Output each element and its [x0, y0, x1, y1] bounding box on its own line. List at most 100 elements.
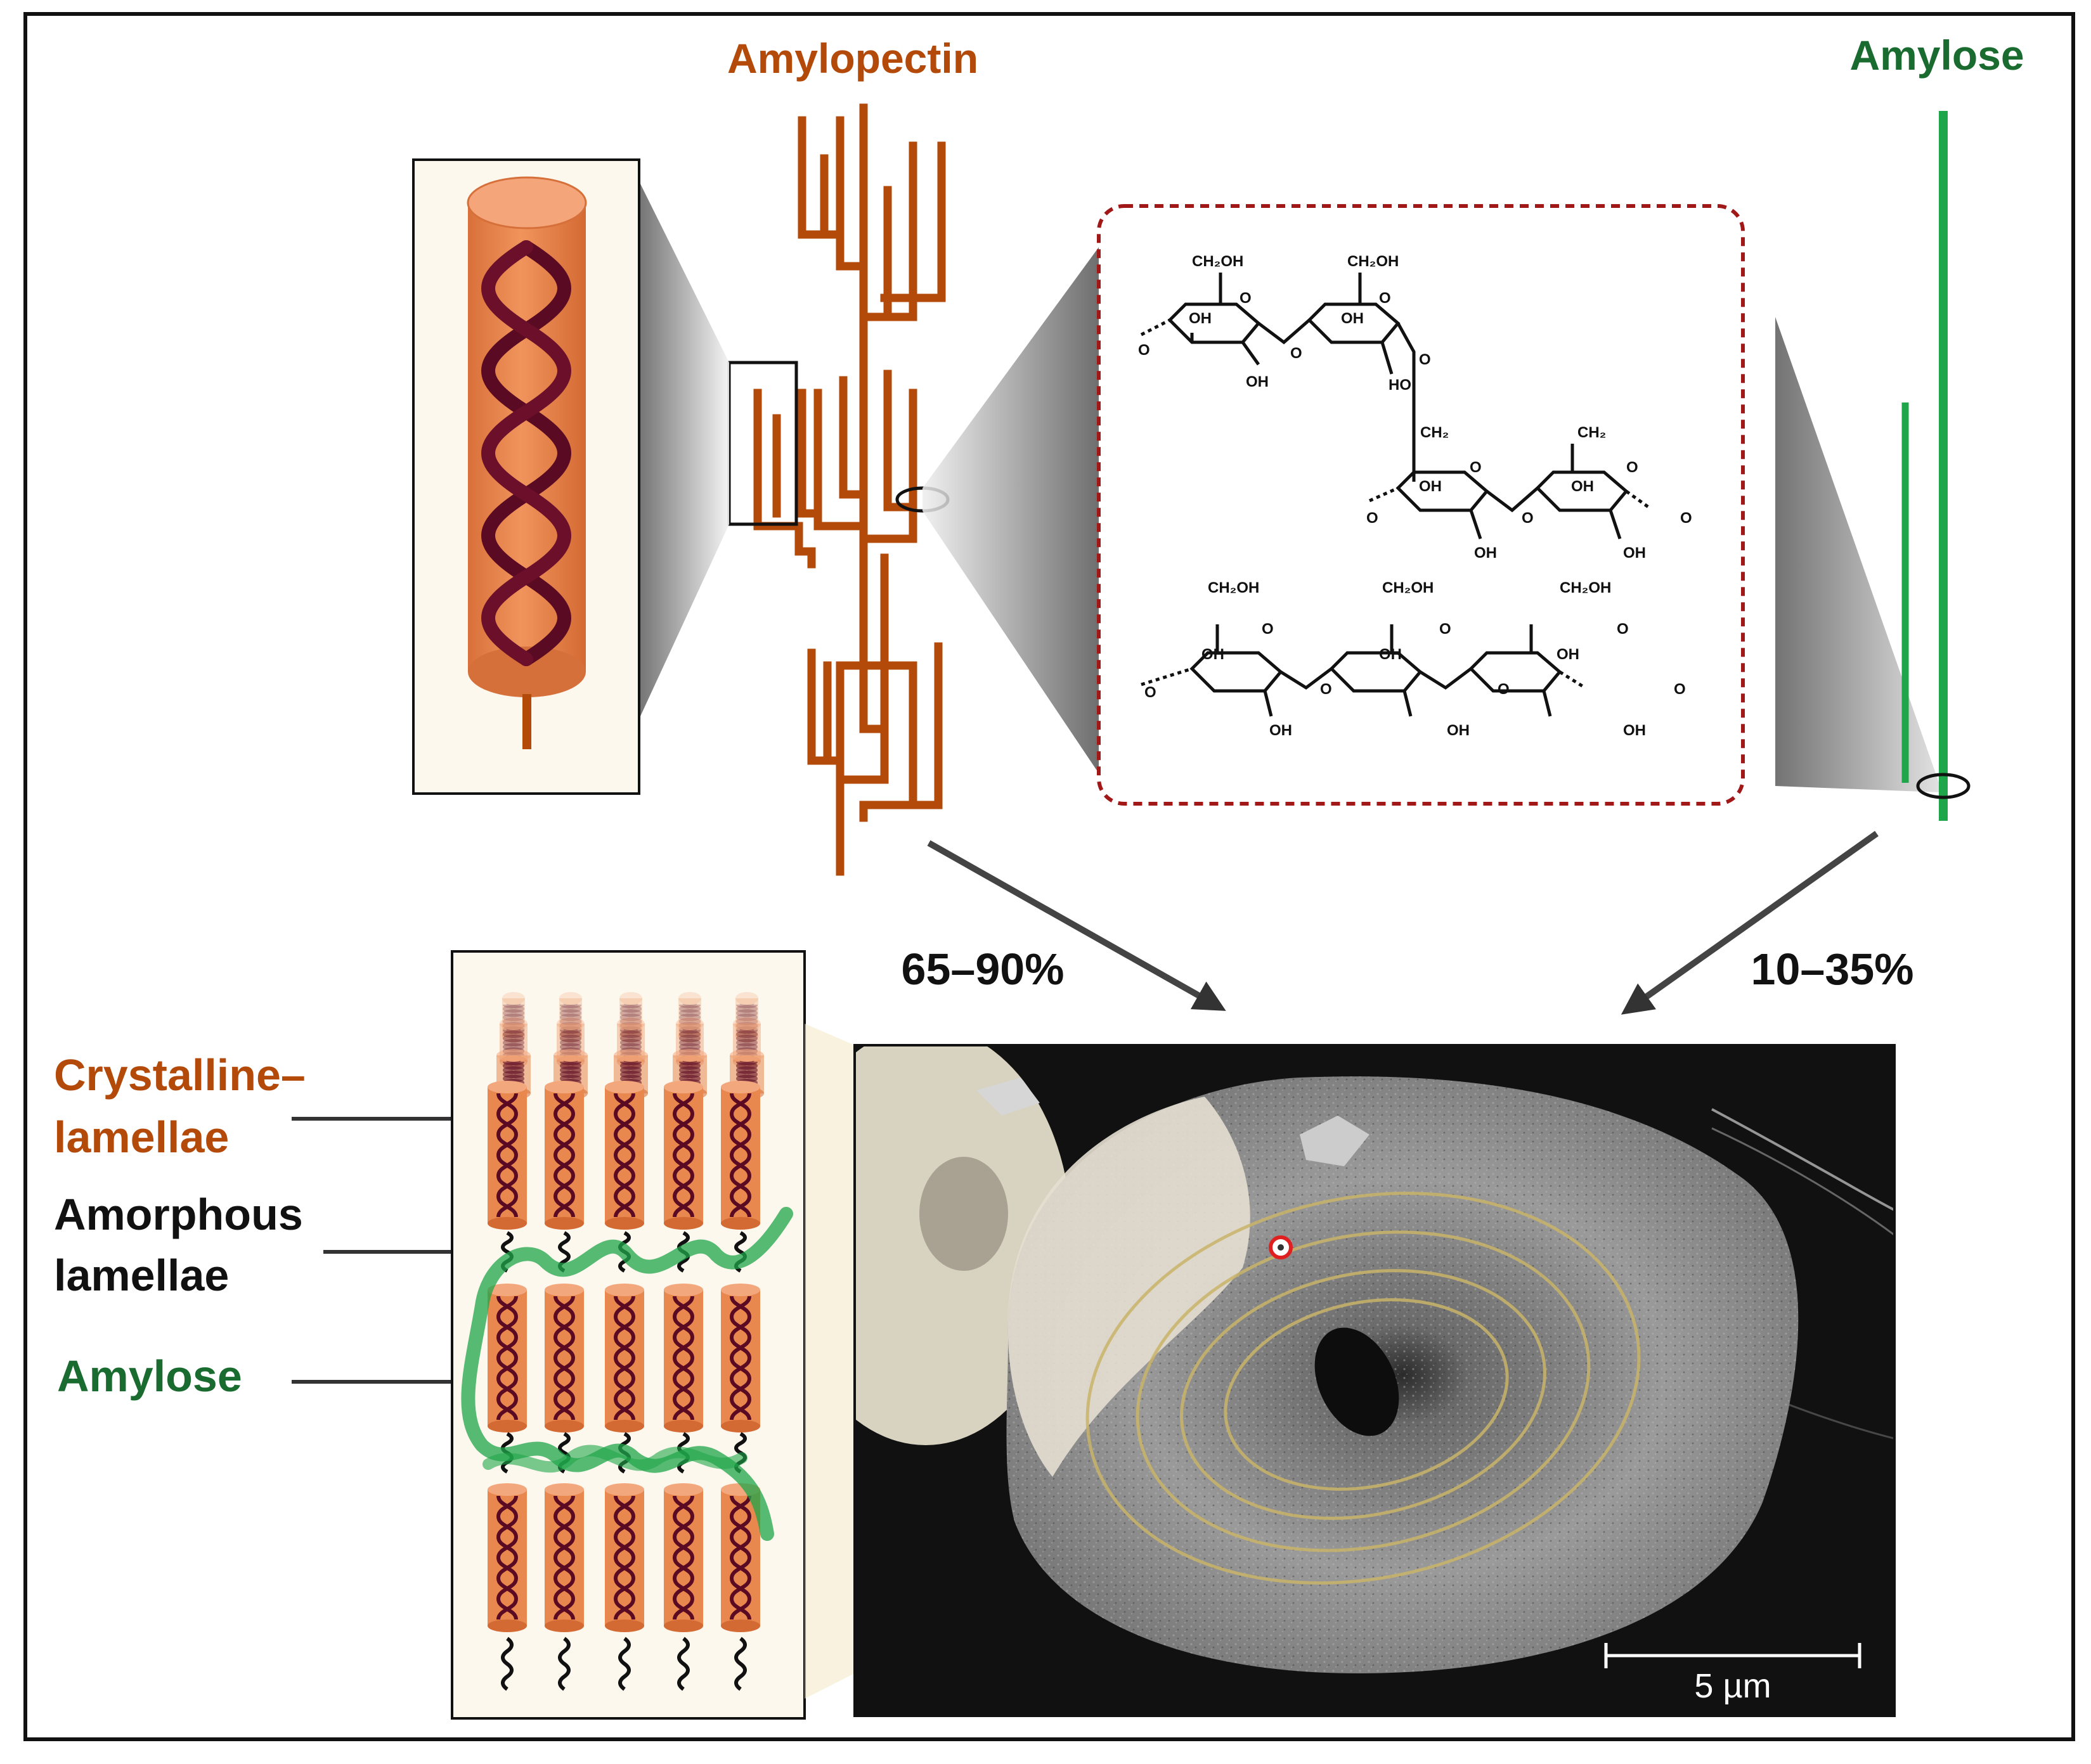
lamella-helix	[736, 1003, 758, 1032]
lamella-helix	[679, 1003, 701, 1032]
lamella-cylinder-bottom	[488, 1619, 527, 1632]
lamella-helix	[620, 1003, 642, 1032]
lamella-cylinder-top	[721, 1284, 760, 1296]
oh-label: OH	[1201, 646, 1224, 663]
lamella-cylinder-top	[614, 1049, 648, 1062]
lamella-helix	[503, 1060, 524, 1089]
amylose-title: Amylose	[1849, 32, 2024, 79]
lamella-cylinder	[502, 998, 525, 1036]
lamella-cylinder	[721, 1087, 760, 1223]
ch2oh-label: CH₂OH	[1347, 253, 1399, 270]
lamella-cylinder-top	[605, 1483, 644, 1496]
lamella-helix	[614, 1296, 635, 1420]
helix-cylinder	[467, 176, 587, 749]
lamella-helix	[620, 1003, 642, 1032]
lamella-helix	[736, 1028, 758, 1057]
lamella-cylinder-bottom	[545, 1217, 584, 1230]
lamella-cylinder-top	[502, 992, 525, 1005]
o-label: O	[1617, 621, 1629, 638]
lamella-helix	[496, 1296, 518, 1420]
lamella-cylinder-bottom	[545, 1619, 584, 1632]
lamella-cylinder-bottom	[488, 1217, 527, 1230]
lamella-helix	[730, 1495, 751, 1620]
lamella-helix	[496, 1495, 518, 1620]
lamella-cylinder-top	[545, 1081, 584, 1093]
oh-label: OH	[1246, 373, 1269, 390]
lamella-helix	[673, 1296, 694, 1420]
oh-label: OH	[1189, 310, 1212, 327]
lamella-cylinder-top	[664, 1483, 703, 1496]
lamella-helix	[679, 1028, 701, 1057]
amorphous-label-line2: lamellae	[54, 1251, 229, 1300]
ch2oh-label: CH₂OH	[1382, 579, 1434, 596]
lamella-cylinder	[545, 1490, 584, 1626]
amylose-strand	[482, 1445, 748, 1473]
amylose-strand	[461, 1207, 793, 1541]
amorphous-chain	[618, 1637, 631, 1691]
lamella-helix	[730, 1296, 751, 1420]
o-label: O	[1366, 510, 1378, 527]
lamella-helix	[679, 1060, 701, 1089]
lamella-cylinder	[678, 998, 701, 1036]
lamellae-stack	[461, 992, 793, 1691]
amorphous-label-line1: Amorphous	[54, 1190, 303, 1239]
lamella-helix	[503, 1028, 524, 1057]
lamella-helix	[560, 1003, 581, 1032]
oh-label: OH	[1341, 310, 1364, 327]
zoom-cone-left	[640, 184, 729, 716]
lamella-helix	[673, 1495, 694, 1620]
o-label: O	[1290, 345, 1302, 362]
double-helix-strand-a	[481, 240, 571, 666]
lamella-helix	[503, 1003, 524, 1032]
growth-ring	[1085, 1192, 1641, 1585]
chemistry-labels: CH₂OH CH₂OH OH OH O O O O O OH HO CH₂ CH…	[1138, 253, 1692, 739]
sem-frame	[853, 1044, 1896, 1717]
amylopectin-arrow	[927, 840, 1226, 1011]
lamella-cylinder-top	[617, 1017, 645, 1030]
lamella-cylinder-bottom	[721, 1420, 760, 1432]
lamella-helix	[554, 1495, 575, 1620]
amorphous-chain	[677, 1637, 690, 1691]
lamella-cylinder	[545, 1087, 584, 1223]
ch2oh-label: CH₂OH	[1208, 579, 1259, 596]
glucose-chain-structures	[1140, 273, 1650, 717]
lamella-cylinder-bottom	[619, 1030, 642, 1043]
double-helix-strand-b	[481, 240, 571, 666]
lamella-cylinder-bottom	[545, 1420, 584, 1432]
lamella-helix	[614, 1495, 635, 1620]
lamella-cylinder-bottom	[559, 1030, 582, 1043]
growth-ring	[1136, 1230, 1591, 1552]
amorphous-chain	[734, 1637, 747, 1691]
lamella-cylinder-top	[496, 1049, 531, 1062]
lamella-helix	[560, 1003, 581, 1032]
scale-bar	[1604, 1643, 1861, 1668]
amylose-selection-ellipse	[1916, 773, 1971, 799]
lamella-cylinder-top	[488, 1081, 527, 1093]
lamella-helix	[736, 1060, 758, 1089]
amylose-side-label: Amylose	[57, 1351, 242, 1401]
o-label: O	[1262, 621, 1274, 638]
lamella-cylinder-bottom	[664, 1619, 703, 1632]
lamella-cylinder-bottom	[721, 1217, 760, 1230]
amorphous-chain	[501, 1637, 514, 1691]
lamella-cylinder-top	[721, 1081, 760, 1093]
lamella-helix	[503, 1028, 524, 1057]
lamella-cylinder	[488, 1290, 527, 1426]
o-label: O	[1626, 459, 1638, 476]
hilum	[1314, 1327, 1399, 1436]
lamella-cylinder-top	[559, 992, 582, 1005]
o-label: O	[1439, 621, 1451, 638]
scale-bar-label: 5 µm	[1694, 1667, 1771, 1705]
lamella-helix	[736, 1028, 758, 1057]
lamella-cylinder-top	[664, 1081, 703, 1093]
lamella-cylinder-top	[488, 1483, 527, 1496]
lamella-cylinder-top	[545, 1284, 584, 1296]
zoom-cone-center	[922, 247, 1099, 773]
lamella-cylinder-top	[676, 1017, 704, 1030]
lamella-cylinder-top	[557, 1017, 585, 1030]
ch2oh-label: CH₂OH	[1192, 253, 1243, 270]
lamella-cylinder-top	[730, 1049, 764, 1062]
o-label: O	[1522, 510, 1534, 527]
amylose-arrow	[1621, 830, 1879, 1015]
lamella-cylinder-top	[605, 1081, 644, 1093]
